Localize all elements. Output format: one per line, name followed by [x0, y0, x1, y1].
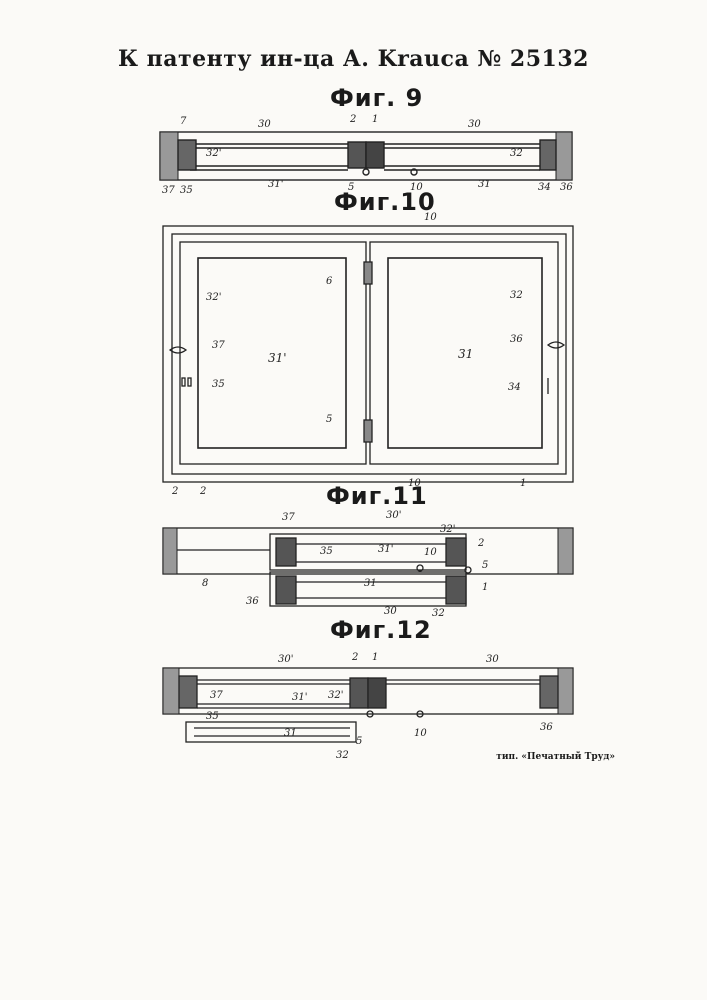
fig10-label-35: 35 [212, 379, 225, 390]
fig10-title: Фиг.10 [334, 188, 436, 216]
fig11-label-10: 10 [424, 547, 437, 558]
page-header: К патенту ин-ца А. Krauca № 25132 [0, 46, 707, 72]
fig12-label-30: 30 [486, 654, 499, 665]
fig12-label-31p: 31' [292, 692, 307, 703]
fig12-label-2: 2 [351, 652, 358, 663]
fig10-label-37: 37 [212, 340, 225, 351]
fig9-label-31: 31 [478, 179, 491, 190]
fig9-title: Фиг. 9 [330, 84, 423, 112]
fig11-label-2: 2 [477, 538, 484, 549]
fig10-label-2b: 2 [199, 486, 206, 497]
fig12-label-5: 5 [356, 736, 362, 747]
fig9-label-32: 32 [510, 148, 523, 159]
fig10-label-32p: 32' [206, 292, 221, 303]
fig12-label-30p: 30' [278, 654, 293, 665]
fig12-title: Фиг.12 [330, 616, 432, 644]
fig9-label-7: 7 [180, 116, 187, 127]
fig10-label-31: 31 [458, 347, 473, 361]
printer-imprint: тип. «Печатный Труд» [496, 752, 615, 762]
fig10-label-36: 36 [510, 334, 523, 345]
fig11-label-1: 1 [482, 582, 488, 593]
fig9-label-35: 35 [180, 185, 193, 196]
fig10-label-5: 5 [326, 414, 332, 425]
fig10-label-1: 1 [520, 478, 526, 489]
fig10-label-32: 32 [510, 290, 523, 301]
fig11-label-31: 31 [364, 578, 377, 589]
fig11-label-32: 32 [432, 608, 445, 619]
fig10-label-34: 34 [508, 382, 521, 393]
fig9-label-34: 34 [538, 182, 551, 193]
fig12-label-36: 36 [540, 722, 553, 733]
fig12-label-32: 32 [336, 750, 349, 761]
fig12-label-31: 31 [284, 728, 297, 739]
fig11-label-37: 37 [282, 512, 295, 523]
fig11-label-31p: 31' [378, 544, 393, 555]
fig9-label-37: 37 [162, 185, 175, 196]
fig11-label-35: 35 [320, 546, 333, 557]
fig12-label-35: 35 [206, 711, 219, 722]
fig12-label-37: 37 [210, 690, 223, 701]
fig9-label-30b: 30 [468, 119, 481, 130]
fig12-label-1: 1 [372, 652, 378, 663]
fig10-label-6: 6 [326, 276, 333, 287]
fig12-label-10: 10 [414, 728, 427, 739]
fig11-label-30p: 30' [386, 510, 401, 521]
fig11-label-36: 36 [246, 596, 259, 607]
fig12-label-32p: 32' [328, 690, 343, 701]
fig11-label-5: 5 [482, 560, 488, 571]
fig11-title: Фиг.11 [326, 482, 428, 510]
fig9-label-30a: 30 [258, 119, 271, 130]
fig11-label-8: 8 [202, 578, 208, 589]
fig9-label-36: 36 [560, 182, 573, 193]
fig9-label-32p: 32' [206, 148, 221, 159]
fig9-label-2: 2 [349, 114, 356, 125]
fig9-label-1: 1 [372, 114, 378, 125]
fig11-label-32p: 32' [440, 524, 455, 535]
fig9-label-31p: 31' [268, 179, 283, 190]
fig10-label-31p: 31' [268, 351, 287, 365]
fig10-label-2a: 2 [171, 486, 178, 497]
